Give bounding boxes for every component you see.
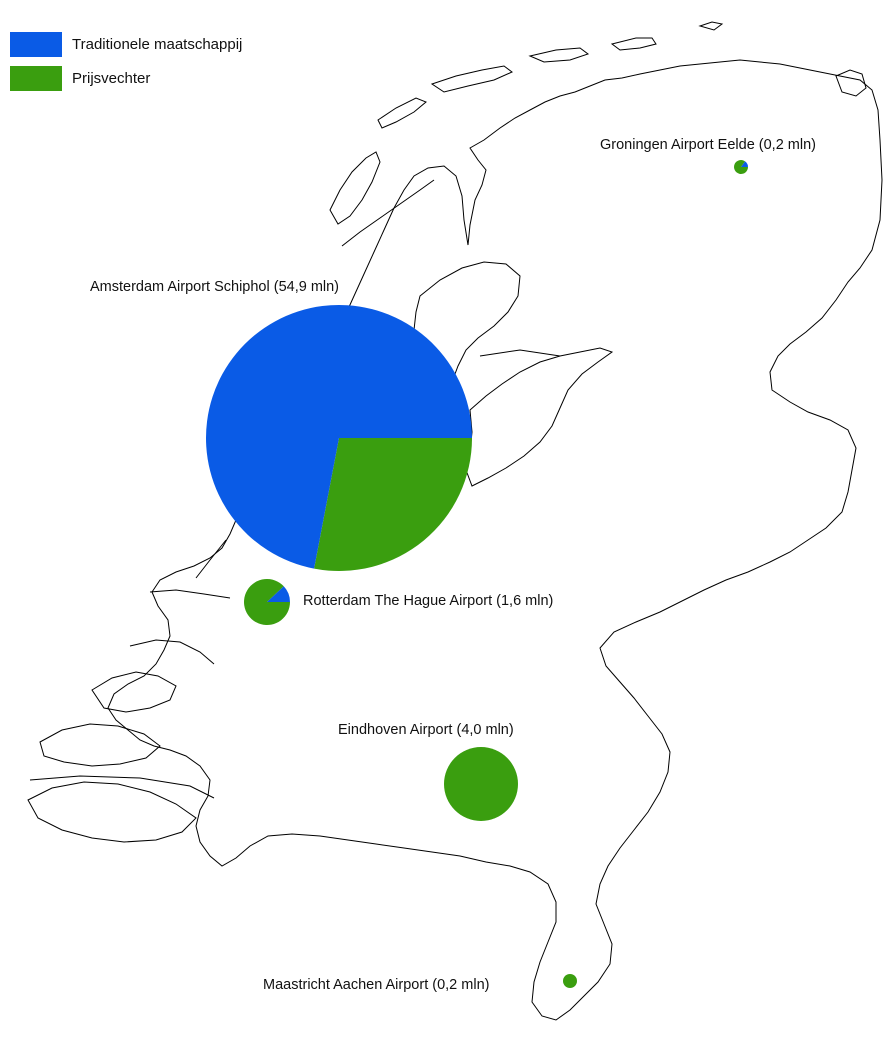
island-ameland (528, 47, 590, 63)
legend-item-lowcost: Prijsvechter (10, 61, 242, 95)
island-texel (329, 151, 381, 225)
zeeland-island-1 (91, 671, 177, 713)
pie-slice-schiphol-traditional (206, 305, 472, 569)
country-outline (27, 21, 883, 1021)
legend-label-traditional: Traditionele maatschappij (72, 35, 243, 53)
pie-groningen (734, 160, 749, 175)
label-schiphol: Amsterdam Airport Schiphol (54,9 mln) (90, 279, 339, 295)
legend-swatch-lowcost (10, 65, 62, 91)
pie-slice-maastricht-lowcost (563, 974, 577, 988)
rotterdam-coast (149, 589, 231, 599)
pie-maastricht (563, 974, 577, 988)
westerschelde-line (29, 775, 215, 799)
legend-label-lowcost: Prijsvechter (72, 69, 151, 87)
legend: Traditionele maatschappij Prijsvechter (10, 27, 242, 95)
pie-eindhoven (444, 747, 518, 821)
island-rottumeroog (698, 21, 724, 31)
pie-slice-groningen-lowcost (734, 160, 749, 175)
legend-swatch-traditional (10, 31, 62, 57)
pie-slice-rotterdam-traditional (267, 586, 290, 602)
zeeland-island-2 (39, 723, 161, 767)
coast-connector (195, 539, 227, 579)
flevoland-outline (465, 347, 614, 487)
airport-pies (206, 160, 749, 988)
label-maastricht: Maastricht Aachen Airport (0,2 mln) (263, 977, 489, 993)
pie-schiphol (206, 305, 472, 572)
label-rotterdam: Rotterdam The Hague Airport (1,6 mln) (303, 593, 553, 609)
label-eindhoven: Eindhoven Airport (4,0 mln) (338, 722, 514, 738)
zeeland-island-3 (27, 781, 197, 843)
legend-item-traditional: Traditionele maatschappij (10, 27, 242, 61)
pie-slice-eindhoven-lowcost (444, 747, 518, 821)
island-schiermonnikoog (610, 37, 657, 51)
island-vlieland (377, 97, 427, 129)
pie-slice-schiphol-lowcost (314, 438, 472, 572)
label-groningen: Groningen Airport Eelde (0,2 mln) (600, 137, 816, 153)
dollard-outline (835, 69, 867, 97)
pie-slice-rotterdam-lowcost (244, 579, 290, 626)
island-terschelling (430, 65, 513, 93)
afsluitdijk (341, 179, 435, 247)
haringvliet-line (129, 639, 215, 665)
mainland-outline (107, 59, 883, 1021)
pie-rotterdam (244, 579, 290, 626)
houtribdijk (479, 349, 561, 357)
pie-slice-groningen-traditional (741, 161, 748, 167)
